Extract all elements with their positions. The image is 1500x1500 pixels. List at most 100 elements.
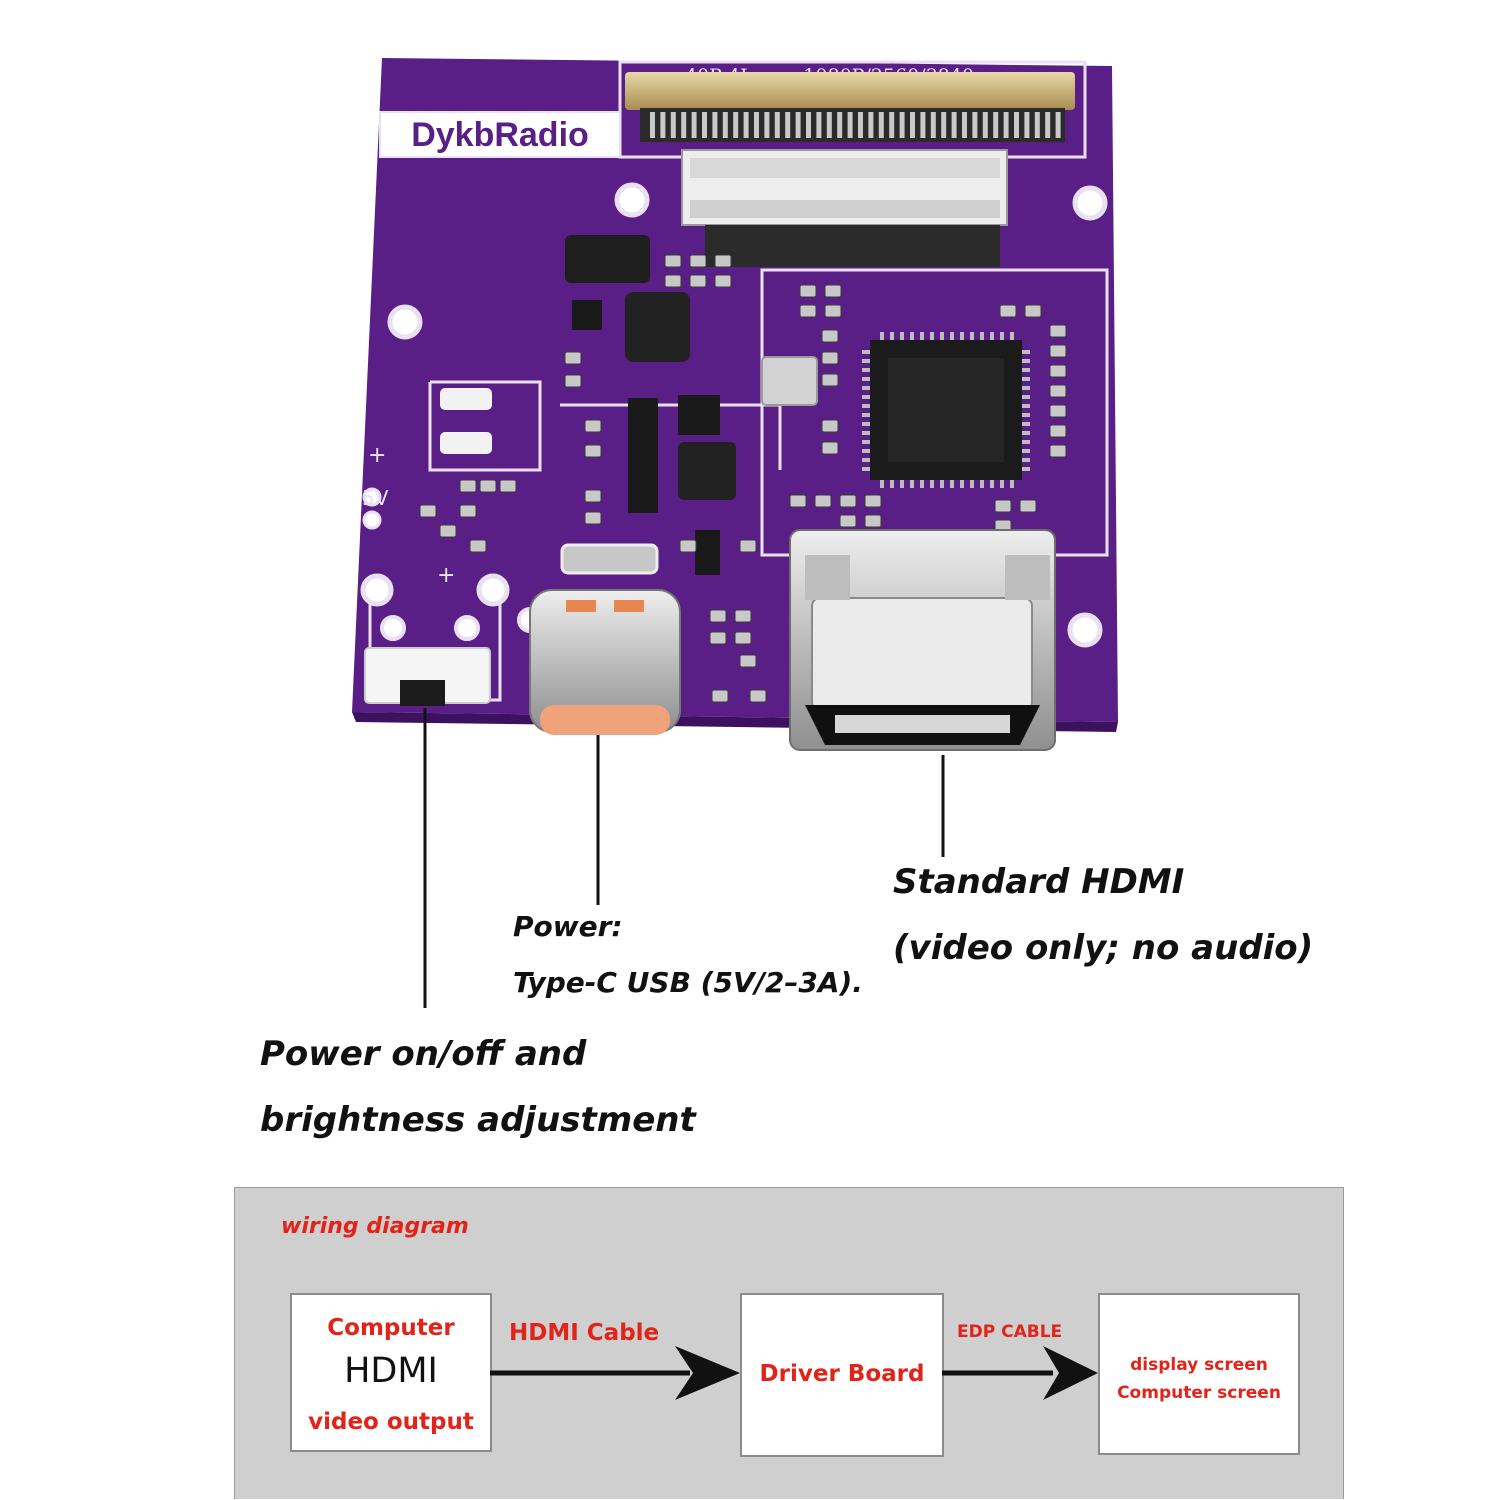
- smd-part: [664, 254, 682, 268]
- smd-part: [824, 304, 842, 318]
- smd-part: [419, 504, 437, 518]
- edp-cable-label: EDP CABLE: [957, 1322, 1063, 1342]
- fpc-pin: [764, 112, 770, 138]
- smd-part: [714, 274, 732, 288]
- smd-part: [739, 539, 757, 553]
- smd-part: [1049, 324, 1067, 338]
- driver-board-box: Driver Board: [740, 1293, 944, 1457]
- fpc-pin: [743, 112, 749, 138]
- smd-part: [1049, 404, 1067, 418]
- crystal: [761, 356, 818, 406]
- computer-box-line3: video output: [308, 1409, 474, 1435]
- chip-pin: [1022, 359, 1030, 363]
- smd-part: [814, 494, 832, 508]
- chip-pin: [950, 332, 954, 340]
- smd-part: [679, 539, 697, 553]
- wiring-diagram-panel: wiring diagram Computer HDMI video outpu…: [234, 1187, 1344, 1499]
- smd-part: [1049, 344, 1067, 358]
- fpc-pin: [1003, 112, 1009, 138]
- brand-label: DykbRadio: [379, 111, 621, 158]
- chip-pin: [1010, 480, 1014, 488]
- fpc-pin: [899, 112, 905, 138]
- fpc-pin: [650, 112, 655, 138]
- chip-pin: [980, 480, 984, 488]
- chip-pin: [970, 480, 974, 488]
- chip-pin: [1022, 404, 1030, 408]
- chip-pin: [862, 440, 870, 444]
- smd-part: [584, 511, 602, 525]
- fpc-pin: [847, 112, 853, 138]
- smd-part: [459, 479, 477, 493]
- smd-part: [469, 539, 487, 553]
- fpc-pin: [1014, 112, 1019, 138]
- smd-part: [864, 494, 882, 508]
- fpc-pin: [858, 112, 863, 138]
- smd-part: [734, 609, 752, 623]
- chip-pin: [900, 332, 904, 340]
- chip-pin: [862, 395, 870, 399]
- scaler-chip: [862, 332, 1030, 488]
- chip-pin: [862, 404, 870, 408]
- chip-pin: [990, 480, 994, 488]
- smd-part: [799, 284, 817, 298]
- brand-text: DykbRadio: [411, 116, 589, 154]
- chip-pin: [1000, 332, 1004, 340]
- fpc-pin: [982, 112, 988, 138]
- fpc-pin: [889, 112, 895, 138]
- fpc-pin: [1034, 112, 1040, 138]
- chip-pin: [1022, 449, 1030, 453]
- button-callout-line2: brightness adjustment: [260, 1100, 696, 1140]
- chip-pin: [960, 480, 964, 488]
- wiring-arrows: [490, 1346, 1098, 1400]
- smd-part: [739, 654, 757, 668]
- smd-part: [789, 494, 807, 508]
- chip-pin: [1022, 431, 1030, 435]
- chip-pin: [1022, 440, 1030, 444]
- fpc-pin: [1055, 112, 1061, 138]
- smd-part: [821, 419, 839, 433]
- chip-pin: [890, 480, 894, 488]
- chip-pin: [890, 332, 894, 340]
- chip-pin: [1022, 413, 1030, 417]
- silk-plus-bottom: +: [437, 563, 455, 588]
- smd-part: [821, 329, 839, 343]
- edp-cable-arrowhead: [1043, 1346, 1098, 1400]
- slide-switch: [364, 647, 491, 706]
- fpc-pin: [1045, 112, 1051, 138]
- fpc-pin: [962, 112, 967, 138]
- fpc-pin: [837, 112, 843, 138]
- fpc-pin: [795, 112, 801, 138]
- smd-part: [821, 351, 839, 365]
- chip-pin: [940, 480, 944, 488]
- fpc-pin: [702, 112, 707, 138]
- computer-box-line2: HDMI: [344, 1351, 438, 1391]
- smd-part: [689, 254, 707, 268]
- chip-pin: [960, 332, 964, 340]
- chip-pin: [1022, 458, 1030, 462]
- smd-part: [689, 274, 707, 288]
- smd-part: [821, 441, 839, 455]
- chip-pin: [1000, 480, 1004, 488]
- chip-pin: [862, 386, 870, 390]
- usb-c-port: [529, 589, 681, 735]
- chip-pin: [1022, 368, 1030, 372]
- computer-box-line1: Computer: [327, 1315, 455, 1341]
- silk-plus-top: +: [368, 443, 386, 468]
- chip-pin: [862, 368, 870, 372]
- fpc-pin: [670, 112, 676, 138]
- smd-part: [459, 504, 477, 518]
- fpc-pin: [660, 112, 666, 138]
- smd-part: [994, 499, 1012, 513]
- fpc-pin: [993, 112, 999, 138]
- chip-pin: [930, 480, 934, 488]
- smd-part: [839, 494, 857, 508]
- chip-pin: [862, 458, 870, 462]
- chip-pin: [1022, 377, 1030, 381]
- fpc-pin: [785, 112, 791, 138]
- fpc-pin: [681, 112, 687, 138]
- chip-pin: [920, 480, 924, 488]
- fpc-pin: [868, 112, 874, 138]
- button-callout-line1: Power on/off and: [260, 1034, 587, 1074]
- power-callout-spec: Type-C USB (5V/2–3A).: [513, 966, 863, 999]
- chip-pin: [930, 332, 934, 340]
